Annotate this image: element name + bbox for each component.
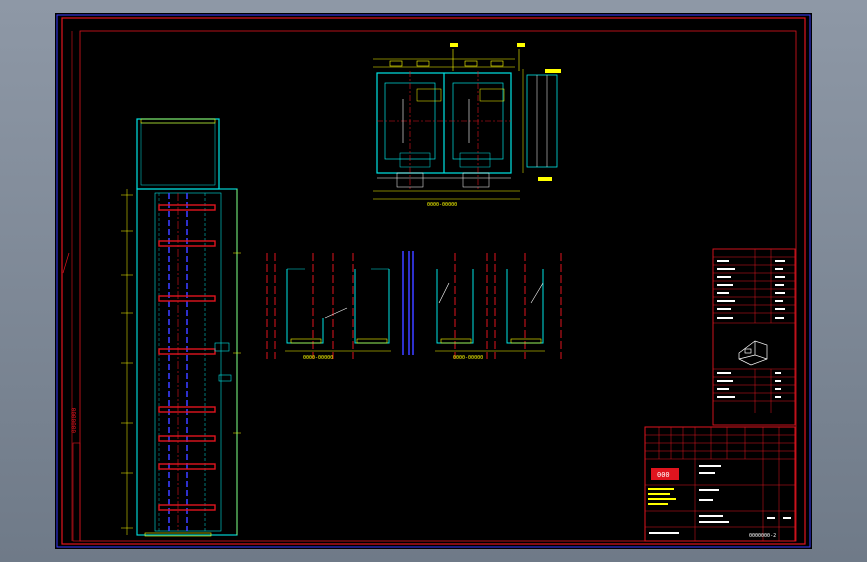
shaft-elevation bbox=[121, 118, 241, 537]
binding-box bbox=[72, 442, 81, 542]
section-label-1: 0000-00000 bbox=[303, 355, 333, 361]
section-views-right: 0000-00000 bbox=[402, 251, 562, 361]
drawing-frame bbox=[61, 17, 806, 545]
left-margin-label: 0000000 bbox=[71, 407, 78, 433]
section-views-left: 0000-00000 bbox=[266, 253, 391, 361]
registration-mark bbox=[62, 252, 70, 274]
parts-list bbox=[712, 248, 796, 426]
bracket-sketch bbox=[738, 340, 768, 366]
section-label-2: 0000-00000 bbox=[453, 355, 483, 361]
company-logo bbox=[651, 468, 679, 480]
shaft-plan-view: 0000-00000 bbox=[373, 43, 561, 208]
plan-view-label: 0000-00000 bbox=[427, 202, 457, 208]
title-block: 000 0000000-2 bbox=[644, 426, 796, 542]
drawing-number: 0000000-2 bbox=[749, 533, 776, 539]
logo-text: 000 bbox=[657, 471, 670, 479]
cad-drawing: 0000000 bbox=[56, 14, 811, 548]
drawing-sheet: 0000000 bbox=[55, 13, 812, 549]
inner-frame bbox=[79, 30, 797, 542]
outer-frame bbox=[56, 14, 811, 548]
